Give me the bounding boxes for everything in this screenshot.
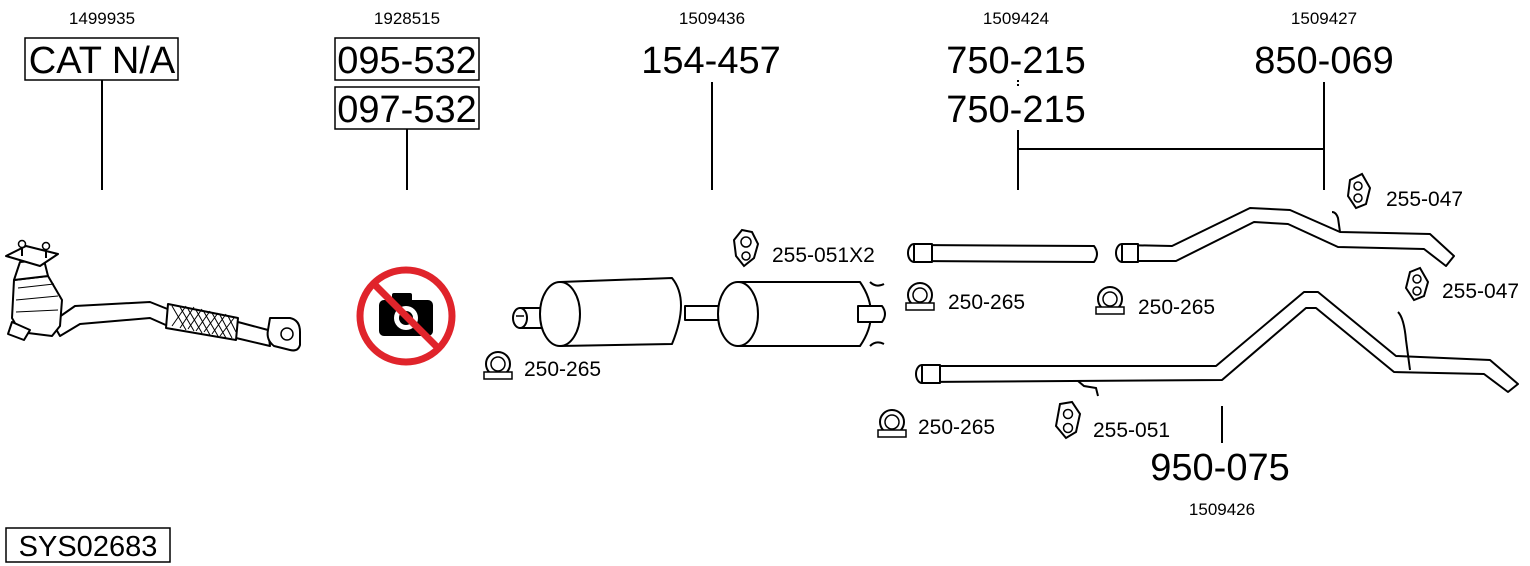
oe-number-front-pipe: 1928515: [374, 9, 440, 28]
svg-text:CAT N/A: CAT N/A: [29, 40, 176, 82]
part-label-tail-pipe[interactable]: 850-069: [1254, 40, 1393, 82]
part-label-catalyst[interactable]: CAT N/A: [24, 37, 179, 82]
svg-text:095-532: 095-532: [337, 40, 476, 82]
connecting-pipe-drawing: [907, 243, 1098, 263]
oe-number-rear-pipe: 1509426: [1189, 500, 1255, 519]
pipe-clamp-icon: [905, 282, 935, 311]
oe-number-tail-pipe: 1509427: [1291, 9, 1357, 28]
part-label-connecting-pipe-a[interactable]: 750-215: [946, 40, 1085, 82]
part-label-front-pipe-a[interactable]: 095-532: [334, 37, 480, 82]
accessory-label: 255-051X2: [772, 244, 875, 267]
middle-silencer-drawing: [512, 277, 886, 347]
leader-lines: [101, 80, 1325, 443]
accessory-label: 250-265: [1138, 296, 1215, 319]
svg-text:SYS02683: SYS02683: [19, 531, 158, 563]
no-photo-icon: [356, 266, 456, 366]
accessory-label: 250-265: [524, 358, 601, 381]
part-label-connecting-pipe-b[interactable]: 750-215: [946, 89, 1085, 131]
oe-number-middle-silencer: 1509436: [679, 9, 745, 28]
oe-number-catalyst: 1499935: [69, 9, 135, 28]
system-code-label: SYS02683: [5, 527, 171, 563]
part-label-rear-pipe[interactable]: 950-075: [1150, 447, 1289, 489]
rubber-hanger-icon: [732, 228, 760, 268]
catalytic-converter-drawing: [5, 239, 301, 352]
pipe-clamp-icon: [1095, 286, 1125, 315]
pipe-clamp-icon: [877, 409, 907, 438]
rubber-hanger-icon: [1404, 266, 1430, 302]
accessory-label: 255-047: [1442, 280, 1519, 303]
rear-pipe-drawing: [915, 291, 1519, 397]
part-label-middle-silencer[interactable]: 154-457: [641, 40, 780, 82]
tail-pipe-drawing: [1115, 207, 1455, 267]
part-label-front-pipe-b[interactable]: 097-532: [334, 86, 480, 131]
rubber-hanger-icon: [1346, 172, 1372, 210]
pipe-clamp-icon: [483, 351, 513, 380]
oe-number-connecting-pipe: 1509424: [983, 9, 1049, 28]
accessory-label: 255-051: [1093, 419, 1170, 442]
accessory-label: 250-265: [948, 291, 1025, 314]
accessory-label: 250-265: [918, 416, 995, 439]
accessory-label: 255-047: [1386, 188, 1463, 211]
rubber-hanger-icon: [1054, 400, 1082, 440]
svg-text:097-532: 097-532: [337, 89, 476, 131]
